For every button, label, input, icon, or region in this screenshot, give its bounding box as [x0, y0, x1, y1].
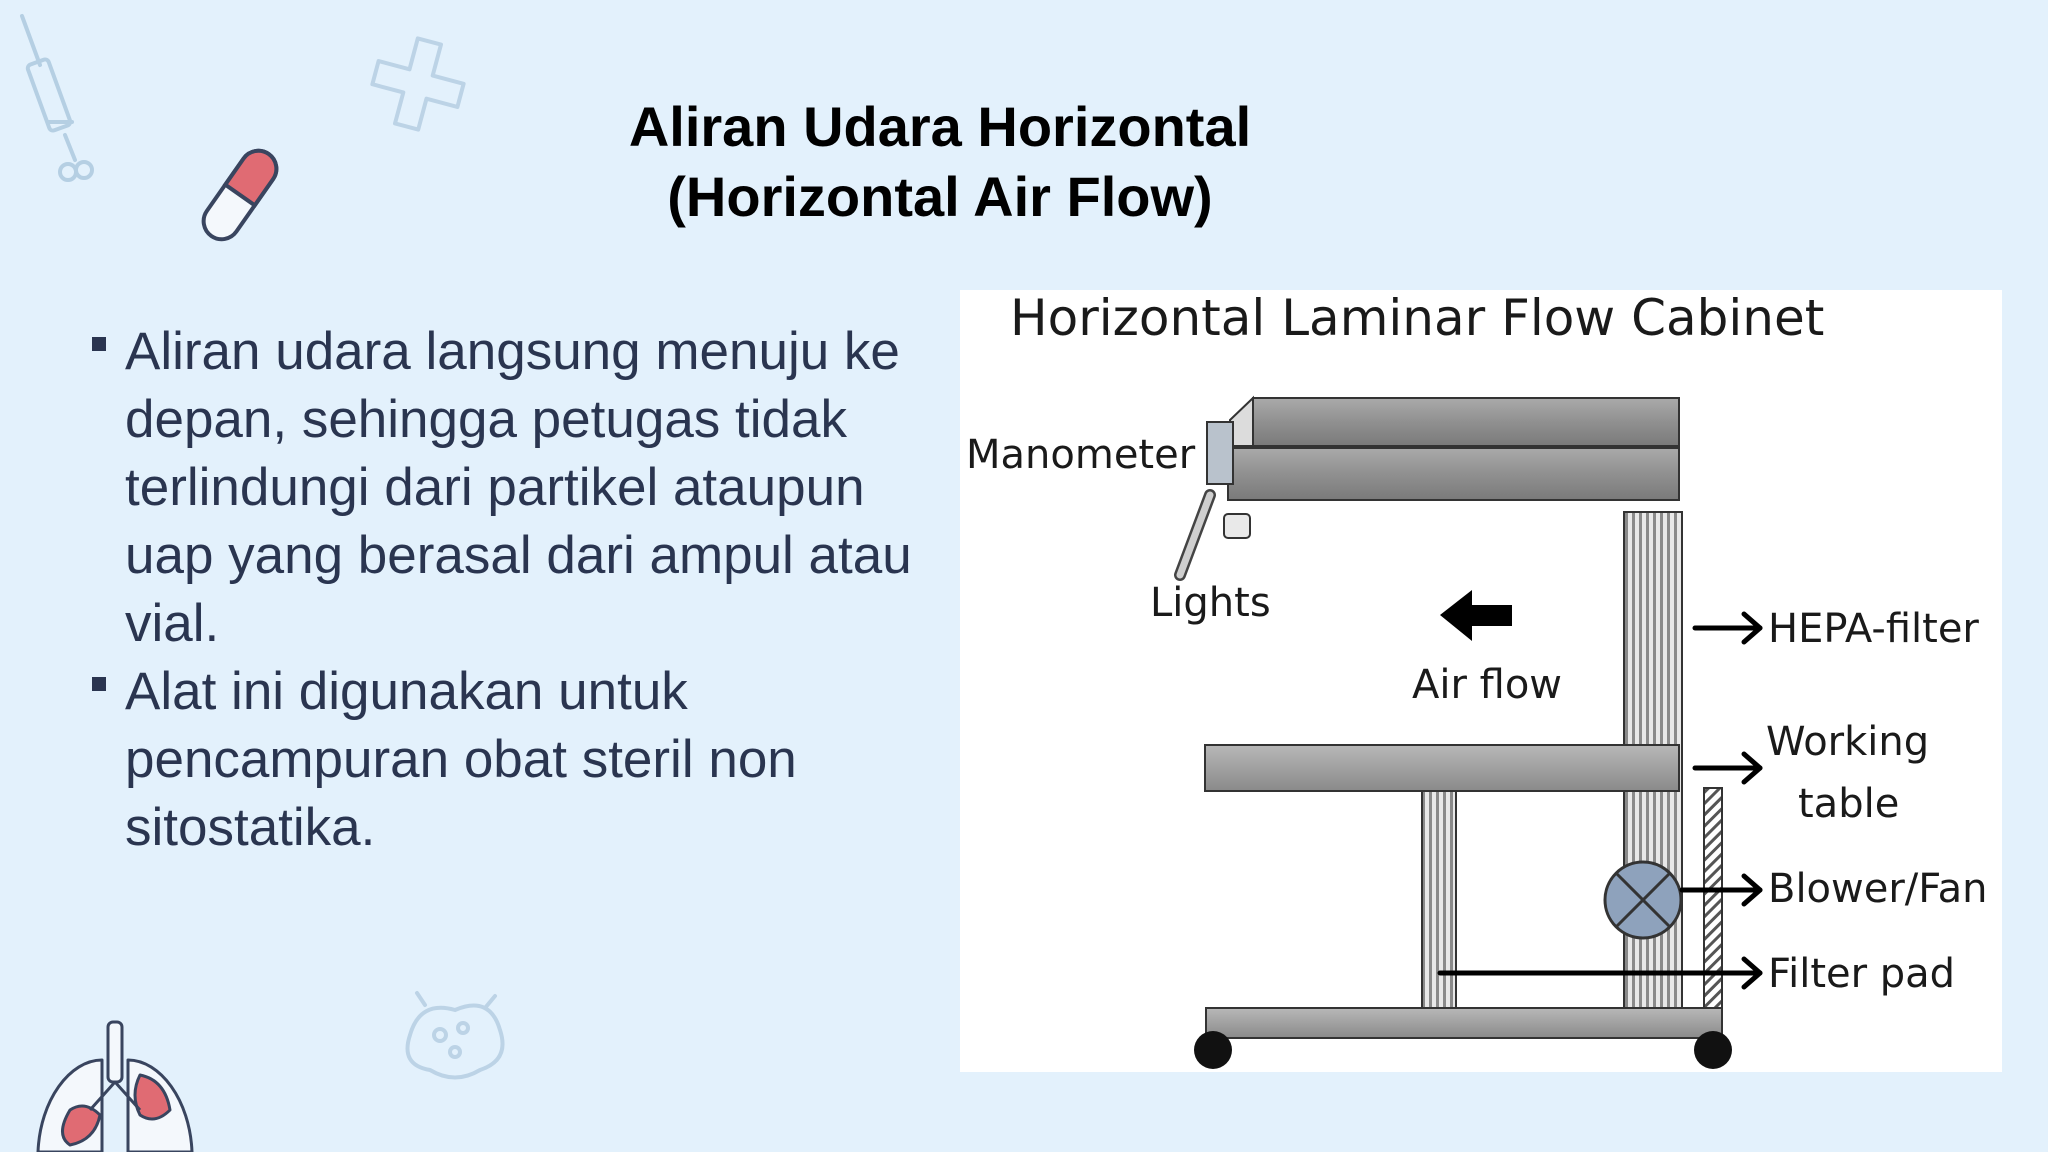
cabinet-base [1194, 1007, 1732, 1069]
air-flow-label: Air flow [1412, 662, 1562, 708]
pill-icon [201, 148, 279, 242]
slide-title-line2: (Horizontal Air Flow) [667, 165, 1213, 228]
bullet-item: Alat ini digunakan untuk pencampuran oba… [88, 658, 928, 862]
filter-pad-strip [1703, 787, 1723, 1023]
air-flow-arrow [1440, 590, 1512, 641]
bacteria-icon [405, 991, 505, 1080]
bullet-item: Aliran udara langsung menuju ke depan, s… [88, 318, 928, 658]
slide-title: Aliran Udara Horizontal (Horizontal Air … [560, 92, 1320, 232]
bullet-list: Aliran udara langsung menuju ke depan, s… [88, 318, 928, 862]
working-table-bar [1204, 744, 1680, 792]
laminar-flow-cabinet-diagram: Horizontal Laminar Flow Cabinet [960, 290, 2002, 1072]
cross-icon [370, 36, 466, 132]
syringe-icon [20, 14, 94, 182]
filter-pad-label: Filter pad [1768, 951, 1955, 997]
working-table-label-line1: Working [1766, 719, 1929, 765]
blower-fan-symbol [1603, 860, 1683, 940]
working-table-label-line2: table [1798, 781, 1899, 827]
manometer-device [1206, 421, 1234, 485]
diagram-title: Horizontal Laminar Flow Cabinet [1010, 290, 1824, 347]
cabinet-leg [1421, 790, 1457, 1023]
manometer-label: Manometer [966, 432, 1196, 478]
hepa-filter-label: HEPA-filter [1768, 606, 1979, 652]
blower-fan-label: Blower/Fan [1768, 866, 1987, 912]
slide-title-line1: Aliran Udara Horizontal [628, 95, 1252, 158]
lights-device [1174, 489, 1251, 581]
pointer-arrows [1437, 611, 1763, 990]
lights-label: Lights [1150, 580, 1271, 626]
lungs-icon [36, 1020, 194, 1152]
cabinet-top-housing [1227, 395, 1680, 501]
